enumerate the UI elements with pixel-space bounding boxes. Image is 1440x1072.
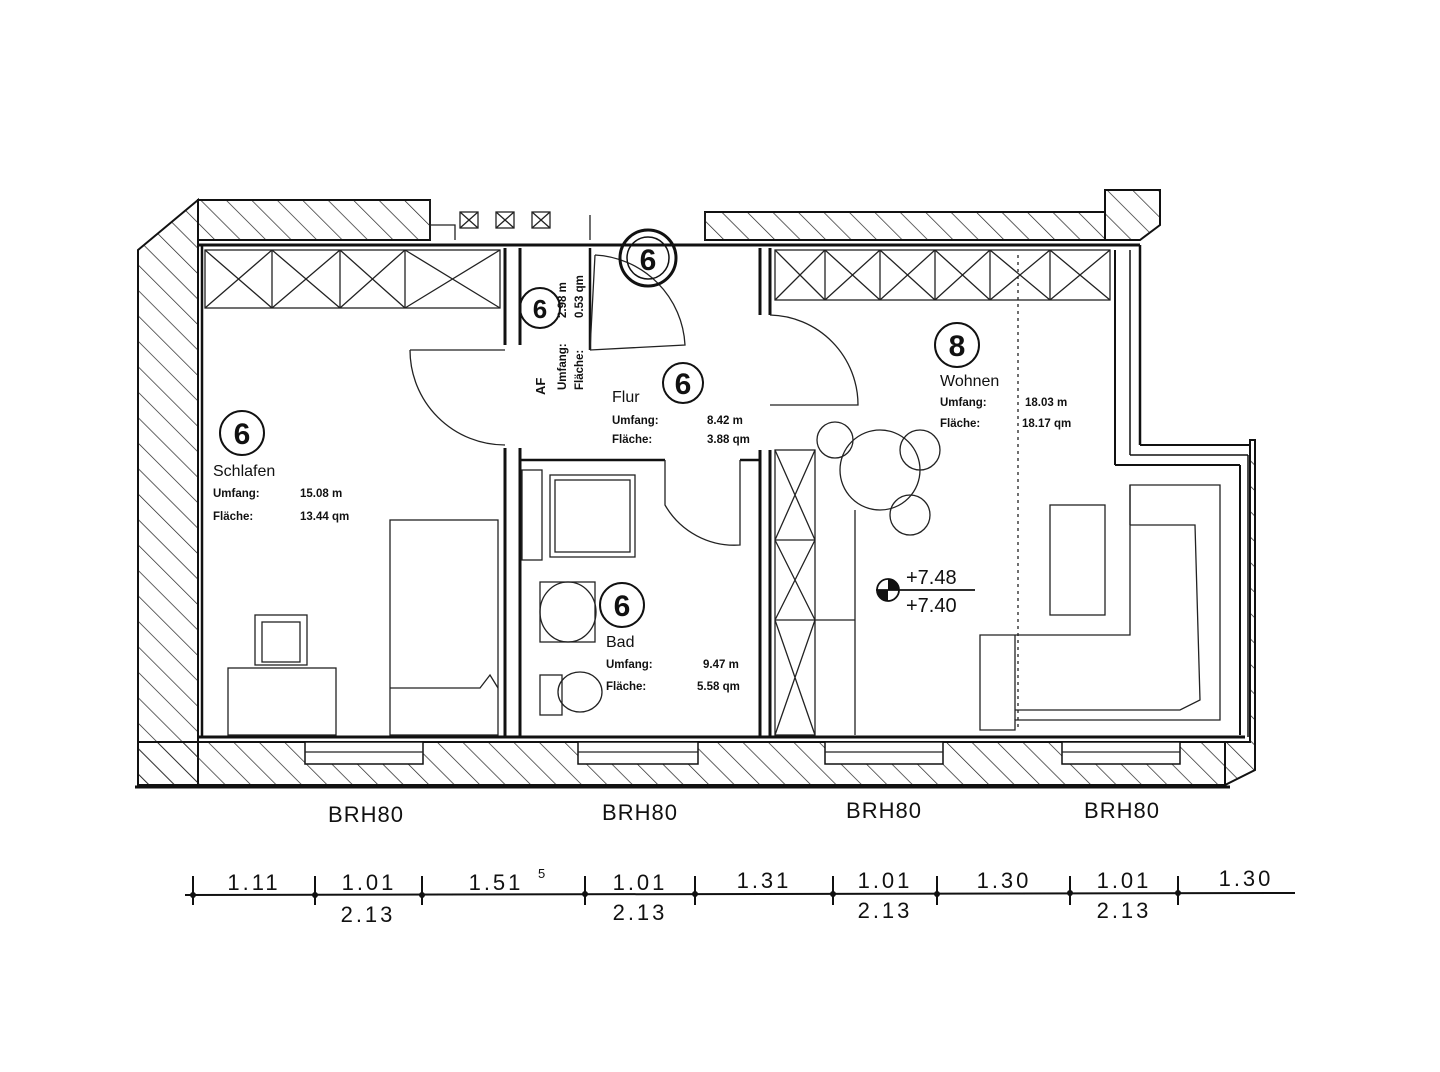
table	[839, 429, 921, 511]
umfang-value-schlafen: 15.08 m	[300, 488, 342, 500]
shower	[549, 474, 636, 558]
dim-bottom-1: 2.13	[341, 902, 396, 927]
flaeche-label-af: Fläche:	[574, 350, 586, 390]
sofa-table	[1049, 504, 1106, 616]
room-name-flur: Flur	[612, 389, 640, 406]
umfang-value-bad: 9.47 m	[703, 659, 739, 671]
flaeche-label-flur: Fläche:	[612, 434, 652, 446]
toilet	[557, 671, 603, 713]
dim-top-1: 1.11	[227, 870, 280, 895]
umfang-label-flur: Umfang:	[612, 415, 659, 427]
flaeche-value-wohnen: 18.17 qm	[1022, 418, 1071, 430]
interior-walls	[503, 248, 1019, 737]
dim-top-4: 1.01	[613, 870, 668, 895]
room-number-bad: 6	[614, 590, 631, 623]
dimension-chain: 1.11 1.01 1.51 5 1.01 1.31 1.01 1.30 1.0…	[184, 866, 1296, 927]
room-number-wohnen: 8	[949, 330, 966, 363]
wall-right-lower	[1224, 439, 1256, 787]
dim-top-5: 1.31	[737, 868, 792, 893]
desk	[227, 667, 337, 736]
dim-top-2: 1.01	[342, 870, 397, 895]
window-label-1: BRH80	[328, 802, 404, 827]
window-label-2: BRH80	[602, 800, 678, 825]
room-af: 6 AF Umfang: 2.98 m Fläche: 0.53 qm	[519, 275, 586, 395]
room-number-flur: 6	[675, 368, 692, 401]
wall-top-left	[197, 199, 431, 241]
window-label-3: BRH80	[846, 798, 922, 823]
level-marker: +7.48 +7.40	[876, 567, 975, 617]
level-lower: +7.40	[906, 595, 957, 617]
furniture-schlafen	[227, 519, 499, 736]
wardrobe-wohnen	[774, 249, 1111, 301]
flaeche-value-schlafen: 13.44 qm	[300, 511, 349, 523]
umfang-value-wohnen: 18.03 m	[1025, 397, 1067, 409]
umfang-label-bad: Umfang:	[606, 659, 653, 671]
wall-corner-top-right	[1104, 189, 1161, 241]
dim-bottom-2: 2.13	[613, 900, 668, 925]
flaeche-value-af: 0.53 qm	[574, 275, 586, 318]
flaeche-value-bad: 5.58 qm	[697, 681, 740, 693]
chair	[254, 614, 308, 666]
dim-bottom-3: 2.13	[858, 898, 913, 923]
room-schlafen: 6 Schlafen Umfang: 15.08 m Fläche: 13.44…	[213, 410, 349, 523]
room-name-af: AF	[533, 378, 548, 395]
dim-top-6: 1.01	[858, 868, 913, 893]
room-number-schlafen: 6	[234, 418, 251, 451]
furniture-wohnen	[815, 421, 1221, 735]
dim-top-8: 1.01	[1097, 868, 1152, 893]
bed	[389, 519, 499, 736]
dim-bottom-4: 2.13	[1097, 898, 1152, 923]
wall-left	[137, 197, 199, 786]
level-upper: +7.48	[906, 567, 957, 589]
wardrobe-wohnen-side	[774, 449, 816, 736]
room-wohnen: 8 Wohnen Umfang: 18.03 m Fläche: 18.17 q…	[934, 322, 1071, 430]
umfang-label-schlafen: Umfang:	[213, 488, 260, 500]
room-number-af: 6	[533, 294, 547, 324]
dim-top-3: 1.51	[469, 870, 524, 895]
flaeche-label-bad: Fläche:	[606, 681, 646, 693]
room-flur: 6 Flur Umfang: 8.42 m Fläche: 3.88 qm	[612, 362, 750, 446]
door-marker: 6	[618, 228, 678, 288]
sink	[539, 581, 597, 643]
door-marker-number: 6	[640, 244, 657, 277]
room-name-wohnen: Wohnen	[940, 373, 999, 390]
vent-shafts	[429, 200, 706, 240]
wall-top-right	[704, 211, 1106, 241]
umfang-label-af: Umfang:	[557, 343, 569, 390]
outline	[135, 243, 1250, 789]
room-name-bad: Bad	[606, 634, 634, 651]
flaeche-label-wohnen: Fläche:	[940, 418, 980, 430]
windows	[304, 741, 1181, 765]
dim-top-3-superscript: 5	[538, 866, 545, 881]
furniture-bad	[521, 469, 636, 716]
dim-top-7: 1.30	[977, 868, 1032, 893]
wardrobe-schlafen	[204, 249, 501, 309]
umfang-label-wohnen: Umfang:	[940, 397, 987, 409]
flaeche-label-schlafen: Fläche:	[213, 511, 253, 523]
window-labels: BRH80 BRH80 BRH80 BRH80	[328, 798, 1160, 827]
room-name-schlafen: Schlafen	[213, 463, 275, 480]
dim-top-9: 1.30	[1219, 866, 1274, 891]
doors	[409, 254, 859, 546]
room-bad: 6 Bad Umfang: 9.47 m Fläche: 5.58 qm	[599, 582, 740, 693]
sofa	[979, 484, 1221, 731]
umfang-value-af: 2.98 m	[557, 282, 569, 318]
umfang-value-flur: 8.42 m	[707, 415, 743, 427]
flaeche-value-flur: 3.88 qm	[707, 434, 750, 446]
window-label-4: BRH80	[1084, 798, 1160, 823]
